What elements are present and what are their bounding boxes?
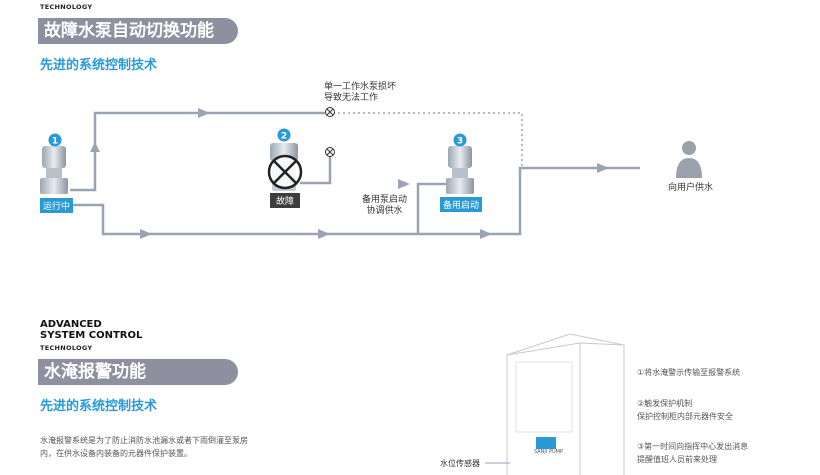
pump-2-number: 2 — [281, 132, 287, 142]
pipe-backup-branch — [416, 182, 447, 234]
pump-3-status-badge: 备用启动 — [440, 197, 483, 212]
blocked-valve-icon — [325, 147, 335, 157]
alarm-step-3: ③第一时间向指挥中心发出消息 提醒值班人员前来处理 — [637, 440, 748, 466]
section-description: 水淹报警系统是为了防止消防水池漏水或者下雨倒灌至泵房 内，在供水设备内装备的元器… — [40, 434, 340, 460]
flow-arrows — [90, 108, 609, 239]
pump-3-icon — [446, 146, 474, 194]
technology-label: TECHNOLOGY — [40, 3, 93, 11]
control-cabinet-icon — [506, 333, 625, 475]
backup-note-line: 备用泵启动 — [362, 195, 408, 205]
step-line: ③第一时间向指挥中心发出消息 — [637, 442, 749, 451]
section-subtitle: 先进的系统控制技术 — [40, 399, 158, 414]
step-line: 提醒值班人员前来处理 — [637, 455, 717, 464]
step-line: ①将水淹警示传输至报警系统 — [637, 368, 741, 377]
fault-cross-icon — [267, 154, 303, 190]
backup-note-line: 协调供水 — [366, 206, 403, 216]
advanced-heading-line: SYSTEM CONTROL — [40, 330, 143, 341]
cabinet-brand: SANJI PUMP — [534, 449, 563, 455]
user-icon — [676, 141, 702, 178]
pump-3-number: 3 — [457, 137, 463, 147]
flow-arrow — [597, 163, 609, 173]
blocked-valve-icon — [325, 107, 335, 117]
step-line: ②触发保护机制 — [637, 399, 693, 408]
pump-2-status-badge: 故障 — [270, 193, 301, 208]
flow-arrow-up — [90, 142, 100, 152]
pump-1-number: 1 — [52, 137, 58, 147]
user-supply-label: 向用户供水 — [668, 183, 714, 193]
flow-arrow — [398, 179, 410, 189]
pump-3-number-circle — [453, 133, 467, 147]
alarm-step-1: ①将水淹警示传输至报警系统 — [637, 366, 740, 379]
pipe-network — [68, 111, 640, 236]
pump-1-status-badge: 运行中 — [40, 198, 74, 213]
pipe-pump2-outlet — [300, 150, 332, 185]
pump-1-icon — [40, 146, 68, 194]
advanced-heading: ADVANCED SYSTEM CONTROL — [40, 319, 142, 341]
section-title: 水淹报警功能 — [38, 359, 238, 385]
description-line: 内，在供水设备内装备的元器件保护装置。 — [40, 449, 192, 458]
failure-note: 单一工作水泵损坏 导致无法工作 — [324, 82, 396, 104]
section-title: 故障水泵自动切换功能 — [38, 18, 238, 44]
pipe-blocked-dotted — [329, 112, 523, 168]
pump-2-number-circle — [277, 128, 291, 142]
step-line: 保护控制柜内部元器件安全 — [637, 412, 733, 421]
advanced-heading-line: ADVANCED — [40, 319, 102, 330]
water-sensor-label: 水位传感器 — [440, 459, 480, 468]
technology-label: TECHNOLOGY — [40, 344, 93, 352]
flow-arrow — [480, 229, 492, 239]
alarm-step-2: ②触发保护机制 保护控制柜内部元器件安全 — [637, 397, 733, 423]
section-subtitle: 先进的系统控制技术 — [40, 58, 158, 73]
failure-note-line: 导致无法工作 — [324, 93, 379, 103]
flow-arrow — [198, 108, 210, 118]
flow-arrow — [140, 229, 152, 239]
pump-1-number-circle — [48, 133, 62, 147]
pipe-main-bottom — [68, 166, 640, 236]
backup-note: 备用泵启动 协调供水 — [362, 195, 407, 217]
flow-arrow — [318, 229, 330, 239]
failure-note-line: 单一工作水泵损坏 — [324, 82, 397, 92]
description-line: 水淹报警系统是为了防止消防水池漏水或者下雨倒灌至泵房 — [40, 436, 248, 445]
